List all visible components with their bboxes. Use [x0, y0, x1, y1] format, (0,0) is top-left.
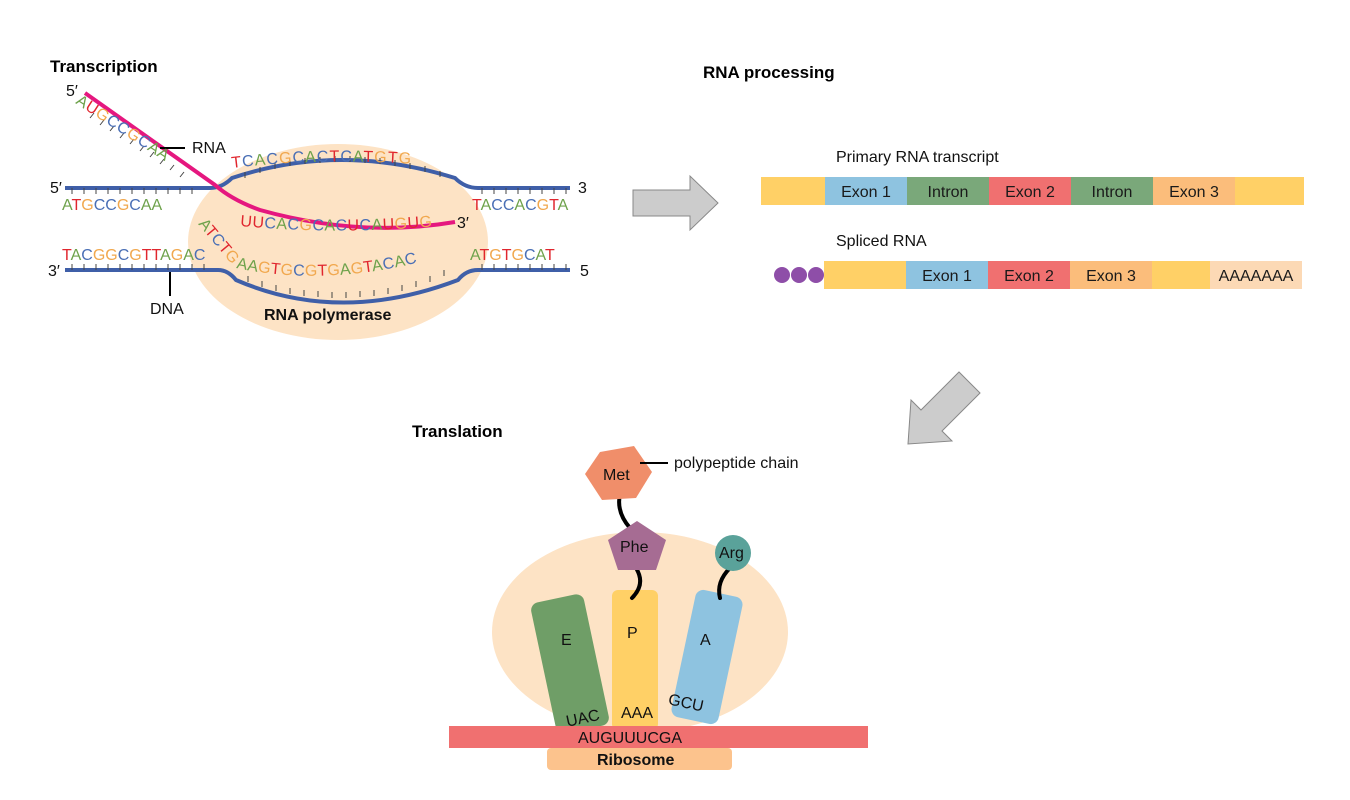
spliced-rna-label: Spliced RNA — [836, 233, 927, 250]
base-pair-ticks — [71, 112, 567, 298]
mrna-strand — [449, 726, 868, 748]
primary-segment — [825, 177, 907, 205]
rna-inner-sequence: UUCACGCACUCAUGUG — [240, 213, 433, 234]
primary-segment-label: Intron — [1092, 184, 1133, 201]
primary-segment — [907, 177, 989, 205]
trna-a-site: A GCU — [667, 589, 743, 725]
met-phe-bond — [617, 492, 632, 530]
amino-acid-phe — [608, 521, 666, 570]
rna-strand — [83, 91, 456, 230]
dna-bottom-strand — [65, 268, 570, 305]
arrow-down-left — [907, 371, 981, 445]
spliced-segment-label: AAAAAAA — [1219, 268, 1294, 285]
cap-dot — [774, 267, 790, 283]
primary-segment-label: Exon 2 — [1005, 184, 1055, 201]
dna-top-strand — [65, 158, 570, 190]
spliced-segment — [1152, 261, 1210, 289]
primary-segment — [1153, 177, 1235, 205]
site-p-label: P — [627, 625, 638, 642]
anticodon-uac: UAC — [565, 707, 602, 731]
trna-a-body — [671, 589, 743, 725]
arg-trna-bond — [717, 566, 732, 600]
primary-transcript-label: Primary RNA transcript — [836, 149, 999, 166]
top-loop-sequence: TCACGCACTCATGTG — [230, 148, 412, 171]
rna-3prime-label: 3′ — [457, 215, 469, 232]
cap-dot — [791, 267, 807, 283]
translation-panel: Translation E UAC P AAA A GCU AUGUUUCGA … — [412, 422, 868, 770]
spliced-segment — [906, 261, 988, 289]
primary-segment — [989, 177, 1071, 205]
trna-e-site: E UAC — [531, 594, 609, 734]
spliced-segment-label: Exon 3 — [1086, 268, 1136, 285]
bottom-left-sequence: TACGGCGTTAGAC — [62, 247, 205, 264]
rna-label: RNA — [192, 140, 226, 157]
arrow-right — [632, 174, 719, 232]
translation-title: Translation — [412, 422, 503, 441]
spliced-rna-bar: Exon 1 Exon 2 Exon 3 AAAAAAA — [824, 261, 1302, 289]
primary-segment — [761, 177, 825, 205]
bottom-right-sequence: ATGTGCAT — [470, 247, 555, 264]
trna-p-body — [612, 590, 658, 730]
spliced-segment-label: Exon 2 — [1004, 268, 1054, 285]
bottom-loop-sequence: AAGTGCGTGAGTACAC — [235, 250, 418, 280]
rna-processing-panel: RNA processing Primary RNA transcript Ex… — [703, 63, 1304, 289]
top-left-sequence: ATGCCGCAA — [62, 197, 163, 214]
phe-label: Phe — [620, 539, 649, 556]
rna-polymerase-label: RNA polymerase — [264, 307, 392, 324]
primary-segment — [1071, 177, 1153, 205]
dna-label: DNA — [150, 301, 184, 318]
arg-label: Arg — [719, 545, 744, 562]
five-prime-cap — [774, 267, 824, 283]
primary-segment — [1235, 177, 1304, 205]
dna-bottom-5-label: 5 — [580, 263, 589, 280]
met-label: Met — [603, 467, 630, 484]
phe-trna-bond — [630, 566, 643, 600]
dna-top-3-label: 3 — [578, 180, 587, 197]
spliced-segment-label: Exon 1 — [922, 268, 972, 285]
rna-out-sequence: AUGCCGCAA — [73, 92, 173, 165]
spliced-segment — [1210, 261, 1302, 289]
site-e-label: E — [561, 632, 572, 649]
polypeptide-chain-label: polypeptide chain — [674, 455, 799, 472]
primary-segment-label: Exon 1 — [841, 184, 891, 201]
primary-segment-label: Exon 3 — [1169, 184, 1219, 201]
rna-5prime-label: 5′ — [66, 83, 78, 100]
trna-e-body — [531, 594, 609, 734]
trna-p-site: P AAA — [612, 590, 658, 730]
anticodon-aaa: AAA — [621, 705, 653, 722]
dna-top-5prime-label: 5′ — [50, 180, 62, 197]
mrna-sequence: AUGUUUCGA — [578, 730, 682, 747]
ribosome-small-subunit — [547, 748, 732, 770]
spliced-segment — [988, 261, 1070, 289]
transcription-panel: Transcription 5′ RNA 5′ 3 3′ 3′ 5 DNA RN — [48, 57, 589, 340]
cap-dot — [808, 267, 824, 283]
primary-segment-label: Intron — [928, 184, 969, 201]
amino-acid-arg — [715, 535, 751, 571]
primary-transcript-bar: Exon 1 Intron Exon 2 Intron Exon 3 — [761, 177, 1304, 205]
top-right-sequence: TACCACGTA — [472, 197, 569, 214]
site-a-label: A — [700, 632, 711, 649]
ribosome-label: Ribosome — [597, 752, 674, 769]
spliced-segment — [824, 261, 906, 289]
processing-title: RNA processing — [703, 63, 835, 82]
dna-bottom-3prime-label: 3′ — [48, 263, 60, 280]
amino-acid-met — [585, 446, 652, 500]
spliced-segment — [1070, 261, 1152, 289]
transcription-title: Transcription — [50, 57, 158, 76]
